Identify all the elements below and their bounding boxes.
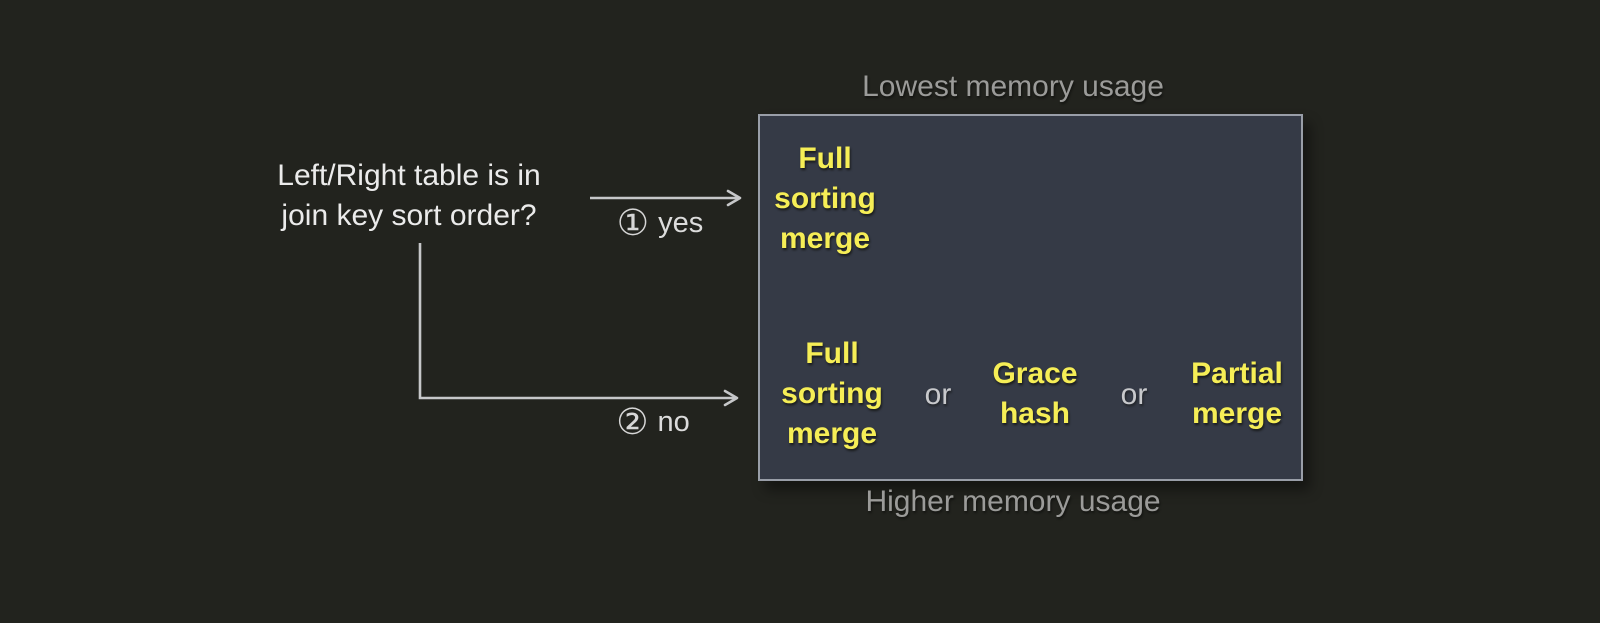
option-grace-hash: Grace hash (992, 357, 1078, 430)
branch-yes-text: yes (658, 206, 704, 239)
or-separator-2: or (1120, 378, 1148, 411)
caption-higher-memory: Higher memory usage (865, 485, 1161, 518)
option-full-sorting-merge-unsorted: Full sorting merge (781, 337, 883, 450)
question-text: Left/Right table is in join key sort ord… (277, 159, 541, 232)
branch-label-no: ② no (616, 404, 690, 440)
or-separator-1: or (924, 378, 952, 411)
circled-two-icon: ② (616, 401, 649, 442)
no-arrow-line (418, 243, 739, 407)
caption-lowest-memory: Lowest memory usage (862, 70, 1164, 103)
branch-no-text: no (657, 405, 690, 438)
branch-label-yes: ① yes (617, 205, 703, 241)
join-algorithms-box: Full sorting merge Full sorting merge or… (758, 114, 1303, 481)
option-full-sorting-merge-sorted: Full sorting merge (774, 142, 876, 255)
option-partial-merge: Partial merge (1191, 357, 1283, 430)
circled-one-icon: ① (616, 202, 650, 243)
